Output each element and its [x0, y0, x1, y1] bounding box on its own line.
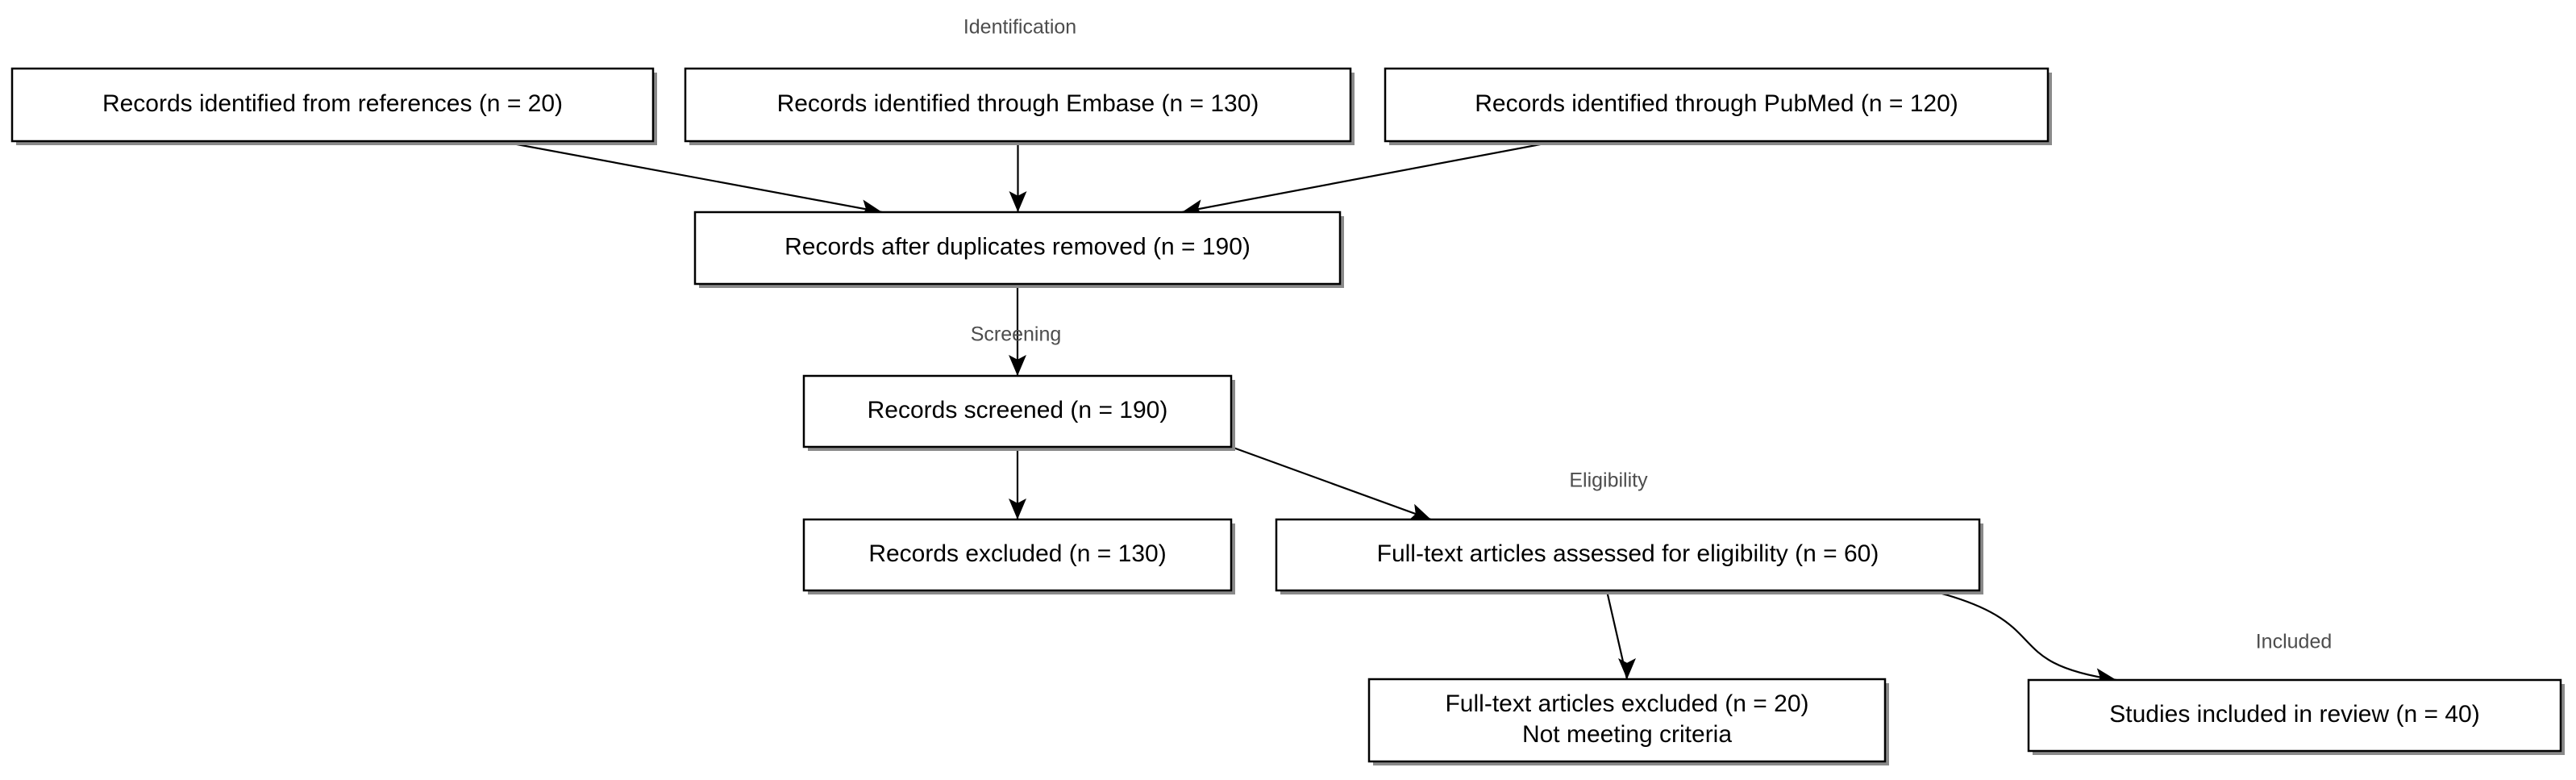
edge-path: [1230, 445, 1432, 521]
node-label-line: Studies included in review (n = 40): [2109, 701, 2479, 728]
stage-label-identification: Identification: [963, 16, 1076, 39]
node-label-line: Full-text articles excluded (n = 20): [1445, 690, 1808, 717]
arrow-head-icon: [1618, 658, 1636, 679]
node-label-line: Records identified through Embase (n = 1…: [777, 90, 1259, 117]
edge-fulltext-to-excluded: [1605, 590, 1636, 680]
stage-label-included: Included: [2256, 631, 2333, 653]
arrow-head-icon: [1009, 355, 1026, 376]
edge-fulltext-to-included: [1929, 589, 2117, 686]
node-label-line: Not meeting criteria: [1522, 721, 1732, 748]
node-studies-included: Studies included in review (n = 40): [2027, 678, 2565, 755]
edge-references-to-duplicates: [498, 140, 883, 218]
edge-path: [1929, 589, 2117, 682]
node-records-references: Records identified from references (n = …: [10, 67, 657, 145]
edge-path: [498, 140, 883, 214]
node-records-screened: Records screened (n = 190): [802, 374, 1235, 451]
edge-duplicates-to-screened: [1009, 284, 1026, 376]
arrow-head-icon: [1009, 191, 1027, 212]
node-records-after-duplicates: Records after duplicates removed (n = 19…: [693, 211, 1344, 288]
edge-embase-to-duplicates: [1009, 141, 1027, 212]
edge-screened-to-fulltext: [1230, 445, 1432, 521]
node-border: [802, 518, 1233, 592]
node-border: [2027, 678, 2562, 753]
node-label-line: Records excluded (n = 130): [868, 540, 1166, 567]
node-border: [10, 67, 655, 143]
node-records-embase: Records identified through Embase (n = 1…: [684, 67, 1355, 145]
node-label-line: Records after duplicates removed (n = 19…: [784, 233, 1251, 260]
edge-pubmed-to-duplicates: [1181, 140, 1558, 217]
stage-label-eligibility: Eligibility: [1569, 469, 1648, 492]
node-label-line: Records identified through PubMed (n = 1…: [1475, 90, 1958, 117]
edge-screened-to-excluded: [1009, 447, 1026, 519]
node-records-excluded: Records excluded (n = 130): [802, 518, 1235, 594]
node-border: [1275, 518, 1981, 592]
node-label-line: Full-text articles assessed for eligibil…: [1377, 540, 1879, 567]
node-fulltext-assessed: Full-text articles assessed for eligibil…: [1275, 518, 1983, 594]
node-label-line: Records identified from references (n = …: [102, 90, 563, 117]
node-border: [693, 211, 1342, 286]
nodes-layer: Records identified from references (n = …: [10, 67, 2565, 765]
node-border: [1384, 67, 2050, 143]
node-border: [802, 374, 1233, 448]
node-border: [1367, 678, 1887, 763]
edge-path: [1181, 140, 1558, 214]
node-records-pubmed: Records identified through PubMed (n = 1…: [1384, 67, 2052, 145]
node-label-line: Records screened (n = 190): [868, 397, 1168, 423]
arrow-head-icon: [1009, 498, 1026, 519]
node-fulltext-excluded: Full-text articles excluded (n = 20) Not …: [1367, 678, 1889, 765]
stage-label-screening: Screening: [971, 323, 1062, 346]
node-border: [684, 67, 1352, 143]
arrow-head-icon: [1408, 503, 1431, 521]
stages-layer: IdentificationScreeningEligibilityInclud…: [963, 16, 2332, 653]
